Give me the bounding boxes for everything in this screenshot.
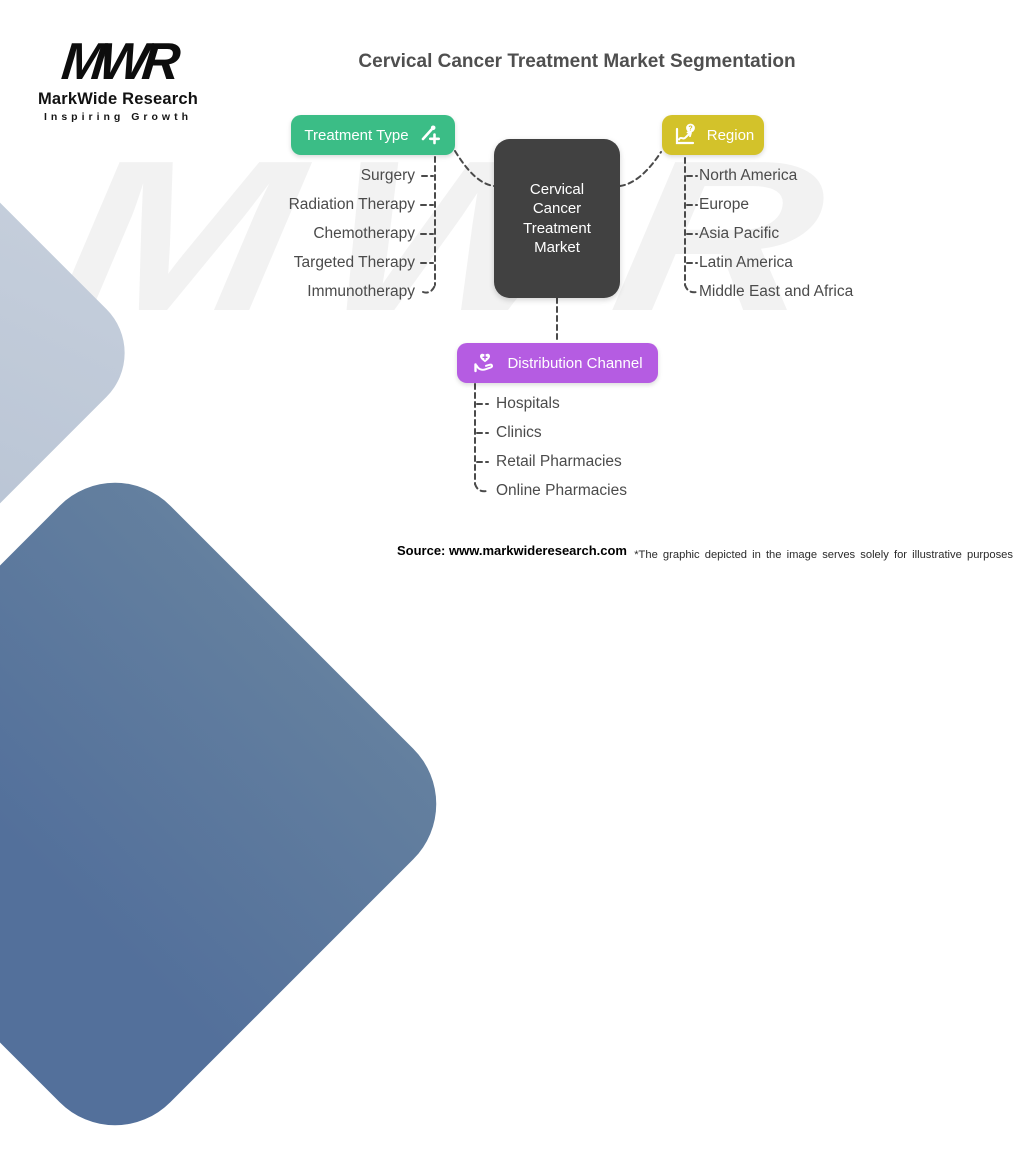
branch-distribution-channel: Distribution Channel [457, 343, 658, 383]
leaf-item: Middle East and Africa [699, 283, 854, 300]
svg-text:?: ? [688, 125, 692, 132]
leaf-item: Clinics [496, 424, 542, 441]
source-line: Source: www.markwideresearch.com [396, 543, 627, 558]
leaf-item: Asia Pacific [699, 225, 780, 242]
markwide-logo: MWR MarkWide Research Inspiring Growth [33, 33, 203, 123]
leaf-item: Latin America [699, 254, 793, 271]
branch-treatment-type-label: Treatment Type [304, 126, 409, 144]
branch-distribution-channel-label: Distribution Channel [507, 354, 643, 372]
leaf-item: Hospitals [496, 395, 560, 412]
syringe-plus-icon [418, 123, 442, 147]
hand-heart-icon [472, 350, 498, 376]
branch-region: ? Region [662, 115, 764, 155]
chart-question-icon: ? [672, 123, 698, 147]
logo-name: MarkWide Research [37, 90, 199, 108]
branch-treatment-type: Treatment Type [291, 115, 455, 155]
logo-tagline: Inspiring Growth [44, 111, 192, 123]
leaf-item: Targeted Therapy [293, 254, 415, 271]
leaf-item: Surgery [360, 167, 415, 184]
central-node-line: Cancer [532, 200, 582, 217]
page-title: Cervical Cancer Treatment Market Segment… [358, 51, 796, 72]
leaf-item: Immunotherapy [307, 283, 415, 300]
leaf-item: Europe [699, 196, 749, 213]
leaf-item: North America [699, 167, 798, 184]
branch-region-label: Region [706, 126, 755, 144]
central-market-node: Cervical Cancer Treatment Market [494, 139, 620, 298]
central-node-line: Cervical [529, 180, 585, 198]
leaf-item: Online Pharmacies [496, 482, 627, 499]
leaf-item: Chemotherapy [313, 225, 415, 242]
leaf-item: Radiation Therapy [288, 196, 415, 213]
leaf-item: Retail Pharmacies [496, 453, 622, 470]
disclaimer-note: *The graphic depicted in the image serve… [634, 549, 1013, 561]
central-node-line: Market [534, 239, 580, 256]
central-node-line: Treatment [523, 219, 591, 237]
